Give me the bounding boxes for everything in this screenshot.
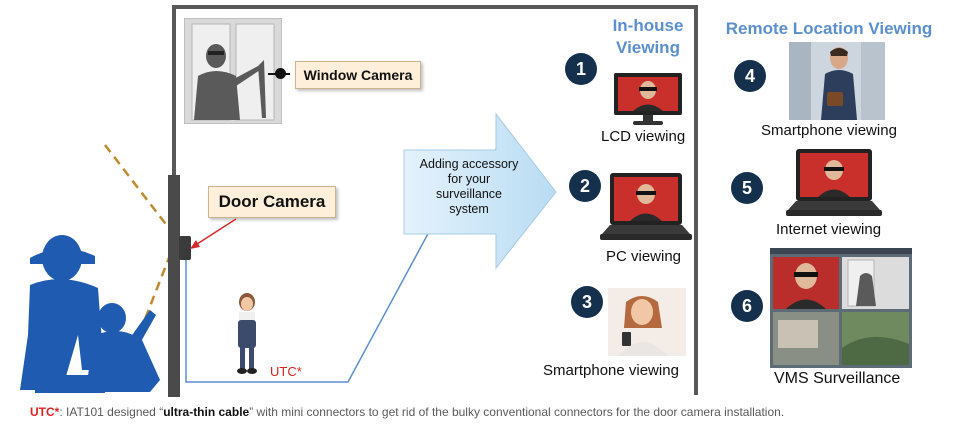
vms-surveillance-label: VMS Surveillance [774, 370, 901, 387]
pc-viewing-label: PC viewing [606, 248, 682, 265]
smartphone-viewing-inhouse-label: Smartphone viewing [543, 362, 679, 379]
footnote-pre: : IAT101 designed “ [59, 405, 164, 419]
footnote: UTC*: IAT101 designed “ultra-thin cable”… [30, 405, 784, 419]
window-camera-dot [275, 68, 286, 79]
smartphone-viewing-remote-label: Smartphone viewing [761, 122, 897, 139]
arrow-text-line-1: Adding accessory [419, 157, 519, 171]
window-camera-label: Window Camera [303, 67, 413, 83]
camera-fov-line-lower [123, 239, 178, 371]
utc-label: UTC* [270, 364, 302, 379]
window-intruder-image [184, 18, 282, 124]
badge-2: 2 [569, 170, 601, 202]
accessory-arrow [403, 112, 557, 270]
intruder-silhouettes [20, 144, 179, 393]
man-smartphone-photo [789, 42, 885, 120]
footnote-utc: UTC* [30, 405, 60, 419]
badge-3: 3 [571, 286, 603, 318]
footnote-bold: ultra-thin cable [163, 405, 250, 419]
camera-fov-line-upper [104, 144, 179, 241]
lcd-viewing-label: LCD viewing [601, 128, 686, 145]
arrow-text-line-3: system [449, 202, 489, 216]
internet-laptop-icon [786, 149, 882, 216]
footnote-post: ” with mini connectors to get rid of the… [249, 405, 785, 419]
vms-monitor-screen [770, 248, 912, 368]
in-house-heading: In-house Viewing [598, 15, 698, 59]
window-camera-callout: Window Camera [295, 61, 421, 89]
badge-5: 5 [731, 172, 763, 204]
in-house-heading-line-2: Viewing [616, 38, 680, 57]
remote-heading: Remote Location Viewing [725, 19, 933, 38]
lcd-monitor-icon [614, 73, 682, 125]
arrow-text: Adding accessory for your surveillance s… [414, 157, 524, 217]
door-camera-label: Door Camera [218, 192, 326, 211]
door-camera-callout: Door Camera [208, 186, 336, 218]
door-camera-device [179, 236, 191, 260]
child-figure [237, 293, 257, 374]
badge-1: 1 [565, 53, 597, 85]
laptop-icon [600, 173, 692, 240]
door-camera-arrow [190, 218, 237, 249]
woman-smartphone-photo [608, 288, 686, 356]
badge-4: 4 [734, 60, 766, 92]
internet-viewing-label: Internet viewing [776, 221, 882, 238]
badge-6: 6 [731, 290, 763, 322]
door-panel [168, 175, 180, 397]
arrow-text-line-2: for your surveillance [435, 172, 502, 201]
in-house-heading-line-1: In-house [612, 16, 684, 35]
